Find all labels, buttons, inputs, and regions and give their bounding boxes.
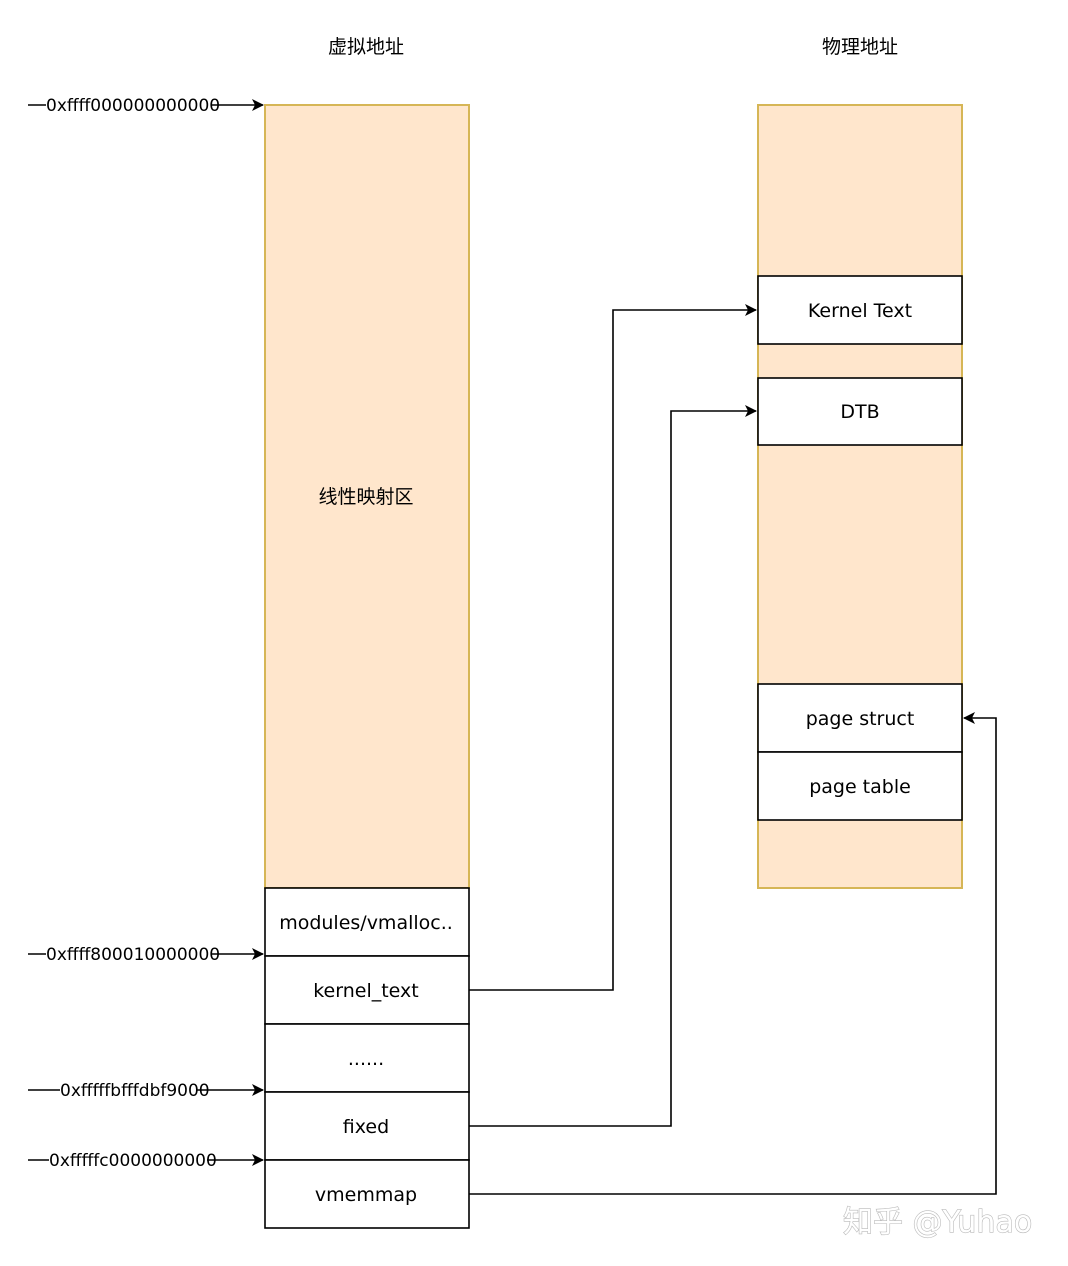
address-label-fixed: 0xfffffbfffdbf9000 [60,1081,210,1101]
virtual-address-header: 虚拟地址 [328,36,404,58]
physical-address-header: 物理地址 [822,36,898,58]
virtual-address-column: 线性映射区 modules/vmalloc.. kernel_text ....… [264,104,470,1229]
address-label-kernel-text: 0xffff800010000000 [46,945,220,965]
address-label-vmemmap: 0xfffffc0000000000 [49,1151,217,1171]
kernel-text-mapping-arrow [469,304,757,991]
linear-mapping-region-label: 线性映射区 [318,486,413,508]
page-table-block-label: page table [809,776,911,798]
dtb-block-label: DTB [840,401,879,423]
ellipsis-label: ...... [348,1048,384,1070]
modules-vmalloc-cell [264,887,470,957]
page-struct-block [757,683,963,753]
ellipsis-cell [264,1023,470,1093]
watermark: 知乎 @Yuhao [843,1205,1032,1240]
address-label-linear-start: 0xffff000000000000 [46,96,220,116]
kernel-text-label: kernel_text [313,980,419,1002]
kernel-text-cell [264,955,470,1025]
modules-vmalloc-label: modules/vmalloc.. [279,912,453,934]
fixed-to-dtb-mapping-arrow [469,405,757,1127]
page-struct-block-label: page struct [806,708,915,730]
address-markers: 0xffff000000000000 0xffff800010000000 0x… [28,96,264,1171]
fixed-label: fixed [343,1116,389,1138]
vmemmap-cell [264,1159,470,1229]
vmemmap-to-page-struct-mapping-arrow [469,712,997,1195]
vmemmap-label: vmemmap [315,1184,417,1206]
page-table-block [757,751,963,821]
kernel-text-block-label: Kernel Text [808,300,912,322]
dtb-block [757,377,963,446]
kernel-text-block [757,275,963,345]
physical-address-column: Kernel Text DTB page struct page table [757,104,963,889]
linear-mapping-region [264,104,470,889]
mapping-connectors [469,304,997,1195]
